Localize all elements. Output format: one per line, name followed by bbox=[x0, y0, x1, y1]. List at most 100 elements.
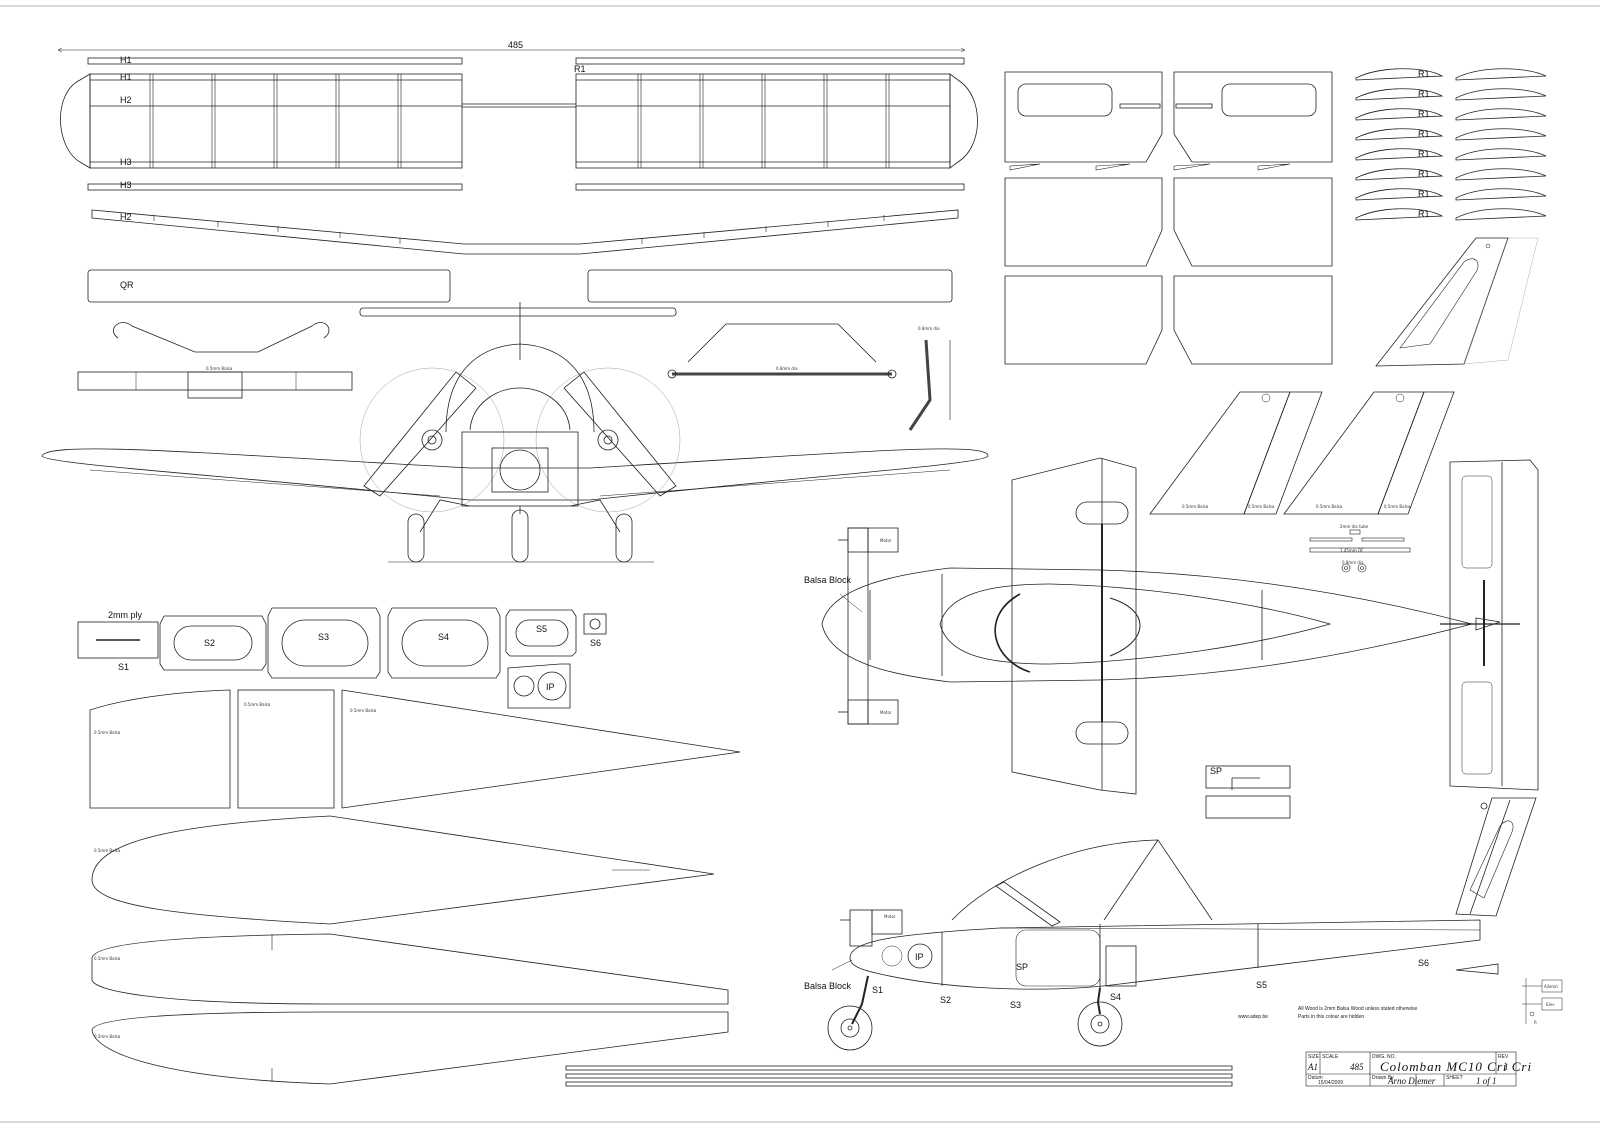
sp-part-bottom bbox=[1205, 795, 1291, 819]
right-wing-panel bbox=[575, 73, 951, 169]
qr-panel-right bbox=[587, 269, 953, 303]
front-right-wheel bbox=[615, 513, 633, 563]
label-s6: S6 bbox=[590, 638, 601, 648]
note-website: www.adep.be bbox=[1238, 1014, 1268, 1020]
note-wood: All Wood is 2mm Balsa Wood unless stated… bbox=[1298, 1006, 1418, 1012]
side-view-fin bbox=[1455, 797, 1537, 917]
side-view-canopy bbox=[951, 839, 1213, 921]
balsa-block-leader bbox=[839, 593, 863, 613]
engine-boom-right bbox=[563, 371, 677, 497]
title-block-text: SIZE A1 SCALE 485 DWG. NO. Colomban MC10… bbox=[1307, 1054, 1532, 1086]
label-h1: H1 bbox=[120, 72, 132, 82]
bulkhead-s2 bbox=[159, 615, 267, 671]
front-fuselage bbox=[461, 431, 579, 507]
top-view bbox=[821, 457, 1539, 795]
tb-drawn-value: Arno Diemer bbox=[1387, 1076, 1436, 1086]
tb-scale-value: 485 bbox=[1350, 1062, 1364, 1072]
tb-size-label: SIZE bbox=[1308, 1054, 1320, 1060]
tb-dwg-label: DWG. NO. bbox=[1372, 1054, 1396, 1060]
tb-rev-value: 1 bbox=[1504, 1062, 1509, 1072]
note-motor-1: Motor bbox=[880, 538, 892, 543]
small-pushrod-parts bbox=[1309, 529, 1411, 573]
note-skin-1: 0.5mm Balsa bbox=[94, 730, 121, 735]
bulkhead-set bbox=[77, 607, 607, 709]
front-canopy bbox=[445, 343, 595, 433]
skin-panels bbox=[89, 689, 741, 1085]
h2-dihedral-spar bbox=[91, 209, 959, 255]
rib-label-3: R1 bbox=[1418, 109, 1430, 119]
note-skin-5: 0.5mm Balsa bbox=[94, 956, 121, 961]
label-s1-side: S1 bbox=[872, 985, 883, 995]
note-pushrod: 0.8mm dia bbox=[776, 366, 798, 371]
wing-plan-view bbox=[57, 47, 978, 191]
note-skin-6: 0.5mm Balsa bbox=[94, 1034, 121, 1039]
label-s3: S3 bbox=[318, 632, 329, 642]
rib-label-2: R1 bbox=[1418, 89, 1430, 99]
note-tail-4: 0.5mm Balsa bbox=[1384, 504, 1411, 509]
tb-sheet-value: 1 of 1 bbox=[1476, 1076, 1497, 1086]
legend-aileron: Aileron bbox=[1544, 984, 1558, 989]
label-s2: S2 bbox=[204, 638, 215, 648]
label-s4-side: S4 bbox=[1110, 992, 1121, 1002]
note-skin-3: 0.5mm Balsa bbox=[350, 708, 377, 713]
note-tube: 2mm dia tube bbox=[1340, 524, 1369, 529]
tb-drawn-label: Drawn By bbox=[1372, 1075, 1394, 1081]
rib-label-8: R1 bbox=[1418, 209, 1430, 219]
label-ip-side: IP bbox=[915, 952, 924, 962]
note-hidden: Parts in this colour are hidden bbox=[1298, 1014, 1364, 1020]
spar-r1-top bbox=[575, 57, 965, 65]
rib-label-5: R1 bbox=[1418, 149, 1430, 159]
side-view-nose-wheel bbox=[827, 1005, 873, 1051]
note-skin-2: 0.5mm Balsa bbox=[244, 702, 271, 707]
fuselage-side-panels bbox=[1004, 71, 1333, 365]
legend-elev: Elev bbox=[1546, 1002, 1555, 1007]
note-motor-3: Motor bbox=[884, 914, 896, 919]
bulkhead-s3 bbox=[267, 607, 381, 679]
tb-date-label: Datum bbox=[1308, 1075, 1323, 1081]
fin-part bbox=[1375, 237, 1509, 367]
top-view-wing bbox=[1011, 457, 1137, 795]
label-h3: H3 bbox=[120, 157, 132, 167]
side-view bbox=[827, 797, 1537, 1051]
prop-disc-left bbox=[359, 367, 505, 513]
bulkhead-s6 bbox=[583, 613, 607, 635]
spar-h3-bottom-right bbox=[575, 183, 965, 191]
drawing-title: Colomban MC10 Cri Cri bbox=[1380, 1059, 1532, 1074]
label-sp-side: SP bbox=[1016, 962, 1028, 972]
label-r1-spar: R1 bbox=[574, 64, 586, 74]
qr-panel-left bbox=[87, 269, 451, 303]
note-tail-2: 0.5mm Balsa bbox=[1248, 504, 1275, 509]
top-view-stabilizer bbox=[1449, 459, 1539, 791]
label-qr: QR bbox=[120, 280, 134, 290]
small-notes: 0.5mm Balsa 0.5mm Balsa 0.5mm Balsa 0.5m… bbox=[94, 326, 1411, 1039]
wire-part-left bbox=[113, 322, 330, 353]
label-s5-side: S5 bbox=[1256, 980, 1267, 990]
note-tail-3: 0.5mm Balsa bbox=[1316, 504, 1343, 509]
axle-bar bbox=[359, 307, 677, 317]
side-view-engine bbox=[849, 909, 873, 947]
note-skin-4: 0.5mm Balsa bbox=[94, 848, 121, 853]
tail-skin-right bbox=[1283, 391, 1425, 515]
tail-skin-left bbox=[1149, 391, 1291, 515]
label-s6-side: S6 bbox=[1418, 958, 1429, 968]
tb-sheet-label: SHEET bbox=[1446, 1075, 1463, 1081]
general-notes: All Wood is 2mm Balsa Wood unless stated… bbox=[1238, 984, 1558, 1025]
note-tail-1: 0.5mm Balsa bbox=[1182, 504, 1209, 509]
rib-label-4: R1 bbox=[1418, 129, 1430, 139]
note-pushrod-tube: 1.45mm OF bbox=[1340, 548, 1364, 553]
tb-rev-label: REV bbox=[1498, 1054, 1509, 1060]
note-motor-2: Motor bbox=[880, 710, 892, 715]
label-h2: H2 bbox=[120, 95, 132, 105]
note-strip: 0.5mm Balsa bbox=[206, 366, 233, 371]
label-ply: 2mm ply bbox=[108, 610, 143, 620]
strut-wire bbox=[908, 339, 932, 431]
legend-schematic bbox=[1522, 978, 1563, 1024]
wire-part-right bbox=[687, 323, 877, 363]
label-s4: S4 bbox=[438, 632, 449, 642]
tb-date-value: 15/04/2009 bbox=[1318, 1080, 1343, 1086]
label-balsa-block-side: Balsa Block bbox=[804, 981, 852, 991]
strip-part bbox=[77, 371, 353, 391]
side-view-fuselage bbox=[849, 919, 1481, 990]
spar-h1-top bbox=[87, 57, 463, 65]
